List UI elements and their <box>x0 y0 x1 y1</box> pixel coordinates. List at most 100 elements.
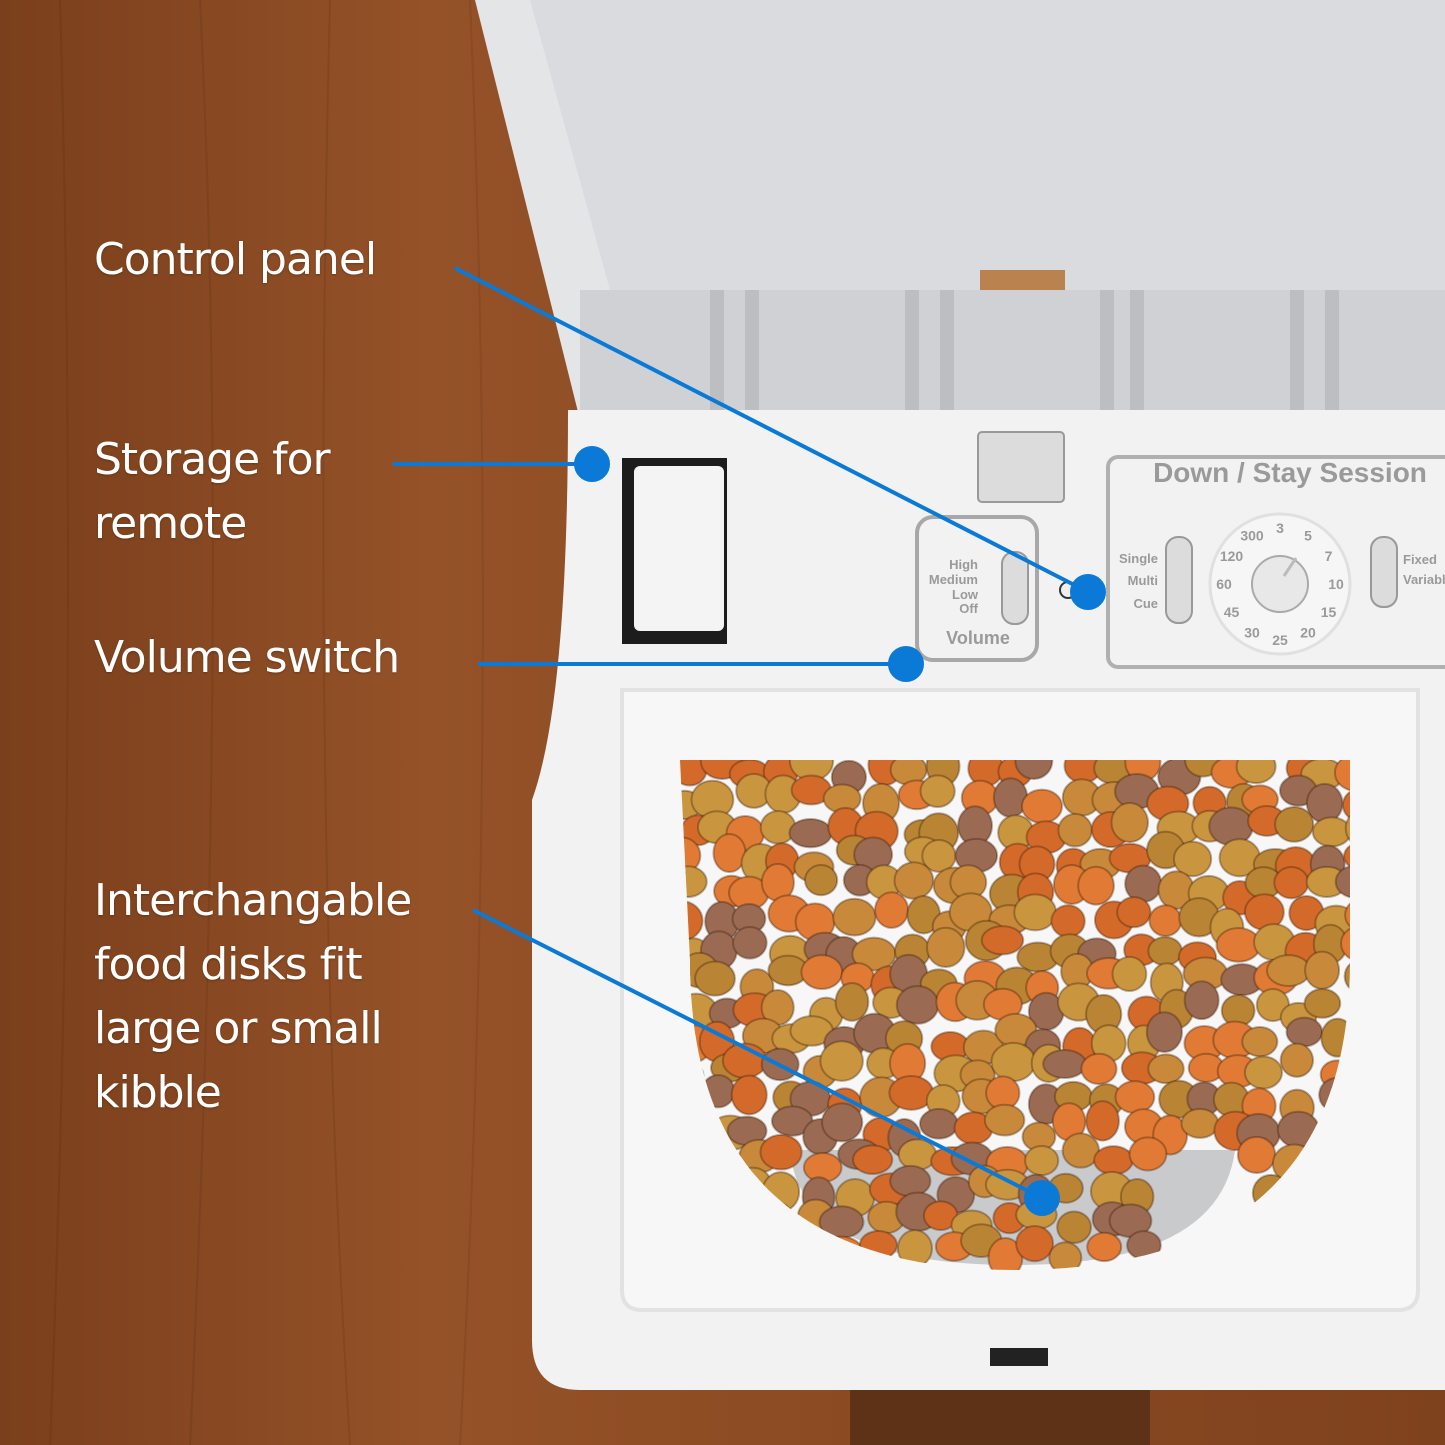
kibble-piece <box>1050 904 1086 939</box>
kibble-piece <box>1266 954 1312 988</box>
kibble-piece <box>1114 1080 1156 1115</box>
dial-value: 120 <box>1220 548 1244 564</box>
kibble-piece <box>788 817 833 849</box>
kibble-piece <box>1057 812 1093 848</box>
kibble-piece <box>980 925 1025 956</box>
kibble-piece <box>1344 809 1350 847</box>
mode-switch[interactable] <box>1165 536 1193 624</box>
volume-low-label: Low <box>952 587 979 602</box>
kibble-piece <box>1014 760 1054 780</box>
volume-medium-label: Medium <box>929 572 978 587</box>
kibble-piece <box>1274 805 1315 843</box>
remote-storage-marker <box>574 446 610 482</box>
kibble-piece <box>1333 760 1350 792</box>
dial-knob[interactable] <box>1251 555 1309 613</box>
callout-line: Control panel <box>94 234 377 285</box>
kibble-piece <box>712 832 747 874</box>
kibble-piece <box>874 891 910 929</box>
mode-multi-label: Multi <box>1128 573 1158 588</box>
dial-value: 7 <box>1325 548 1333 564</box>
kibble-piece <box>1341 787 1350 823</box>
control-panel-leader <box>454 266 1089 594</box>
kibble-piece <box>1241 1026 1279 1058</box>
callout-line: Volume switch <box>94 632 400 683</box>
kibble-piece <box>919 774 956 809</box>
kibble-piece <box>1147 935 1183 967</box>
kibble-piece <box>1235 760 1277 785</box>
dial-value: 30 <box>1244 624 1260 640</box>
food-disks-marker <box>1024 1180 1060 1216</box>
kibble-piece <box>1344 896 1350 934</box>
kibble-piece <box>925 926 966 969</box>
kibble-piece <box>680 865 708 899</box>
remote[interactable] <box>634 466 724 631</box>
kibble-piece <box>803 864 839 897</box>
callout-line: Storage for <box>94 434 331 485</box>
kibble-piece <box>800 954 844 991</box>
callout-line: remote <box>94 498 247 549</box>
callout-remote-storage: Storage for remote <box>94 428 331 556</box>
session-title: Down / Stay Session <box>1153 457 1427 488</box>
kibble-piece <box>1285 1016 1324 1048</box>
kibble-piece <box>759 1133 803 1171</box>
kibble-piece <box>1340 925 1350 962</box>
kibble-piece <box>895 985 940 1025</box>
kibble-piece <box>1015 1224 1055 1263</box>
volume-label: Volume <box>946 628 1010 648</box>
timing-switch[interactable] <box>1370 536 1398 608</box>
volume-off-label: Off <box>959 601 978 616</box>
kibble-piece <box>819 1040 864 1082</box>
callout-line: large or small <box>94 1003 383 1054</box>
kibble-piece <box>852 1144 894 1175</box>
volume-panel <box>915 515 1039 662</box>
callout-line: kibble <box>94 1067 222 1118</box>
kibble-piece <box>1042 1049 1088 1080</box>
kibble-piece <box>1311 816 1350 848</box>
kibble-piece <box>1279 1042 1315 1078</box>
callout-line: Interchangable <box>94 875 412 926</box>
kibble-piece <box>1147 1053 1185 1085</box>
kibble-piece <box>889 1164 932 1198</box>
kibble-piece <box>694 960 736 997</box>
kibble-piece <box>983 1103 1026 1137</box>
volume-high-label: High <box>949 557 978 572</box>
kibble-piece <box>1024 1145 1060 1177</box>
dial-value: 20 <box>1300 624 1316 640</box>
kibble-piece <box>918 1107 959 1140</box>
kibble-piece <box>987 1236 1024 1270</box>
kibble-piece <box>1020 788 1064 825</box>
kibble-piece <box>1056 1210 1092 1244</box>
kibble-piece <box>1080 1052 1118 1086</box>
kibble-piece <box>1048 1241 1083 1270</box>
kibble-piece <box>1086 1231 1123 1263</box>
kibble-piece <box>990 1041 1037 1083</box>
kibble-piece <box>893 861 935 900</box>
kibble-piece <box>1148 904 1183 938</box>
dial-value: 5 <box>1304 528 1312 544</box>
dial-value: 300 <box>1240 528 1264 544</box>
kibble-piece <box>1093 1145 1134 1176</box>
dial-value: 3 <box>1276 520 1284 536</box>
dial-value: 45 <box>1224 604 1240 620</box>
timing-variable-label: Variable <box>1403 572 1445 587</box>
kibble-piece <box>1013 893 1058 932</box>
kibble-piece <box>1180 1108 1220 1139</box>
kibble-piece <box>1343 840 1350 872</box>
food-disks-leader <box>472 908 1043 1200</box>
kibble-piece <box>1077 865 1115 906</box>
dial-value: 60 <box>1216 576 1232 592</box>
volume-switch[interactable] <box>1001 551 1029 625</box>
timing-fixed-label: Fixed <box>1403 552 1437 567</box>
dial-value: 10 <box>1328 576 1344 592</box>
release-button[interactable] <box>977 431 1065 503</box>
kibble-piece <box>1145 1011 1184 1054</box>
kibble-piece <box>1183 980 1220 1021</box>
callout-volume-switch: Volume switch <box>94 626 400 690</box>
mode-cue-label: Cue <box>1133 596 1158 611</box>
session-panel <box>1106 455 1445 669</box>
dial-value: 15 <box>1321 604 1337 620</box>
mode-single-label: Single <box>1119 551 1158 566</box>
kibble-piece <box>1061 1132 1100 1169</box>
volume-switch-marker <box>888 646 924 682</box>
